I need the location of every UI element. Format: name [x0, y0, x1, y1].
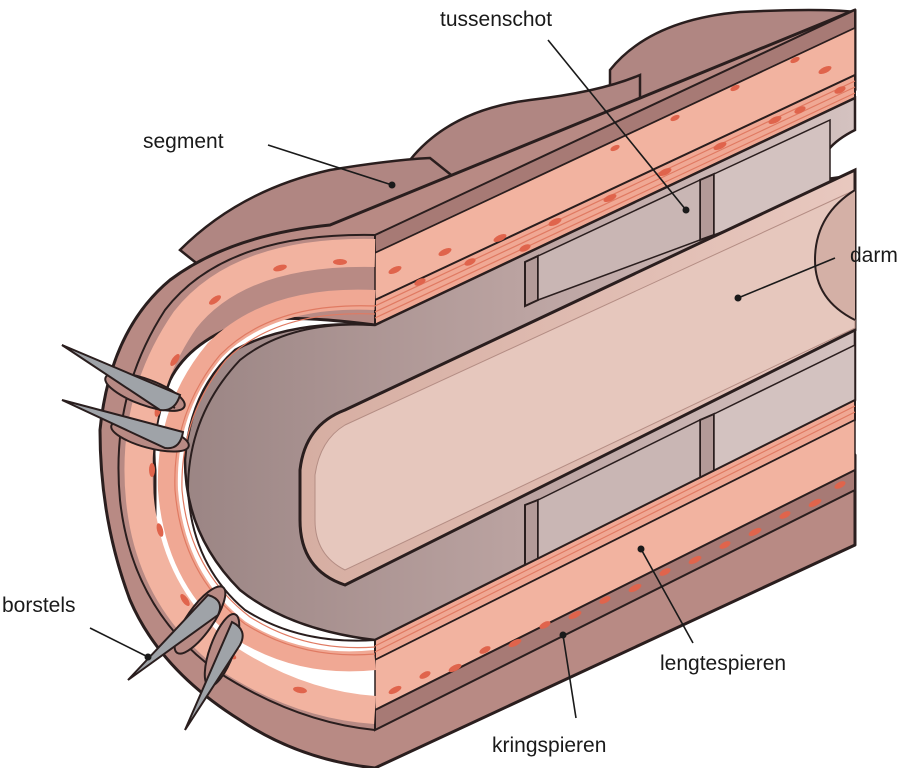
bristle: [61, 399, 190, 453]
label-tussenschot: tussenschot: [440, 8, 552, 31]
top-wall-section: [374, 8, 856, 327]
front-wall-layers: [117, 233, 377, 731]
leader-lines: [89, 39, 836, 719]
label-segment: segment: [143, 130, 224, 153]
label-darm: darm: [850, 244, 898, 267]
labels: segment tussenschot darm borstels lengte…: [2, 8, 898, 757]
label-lengtespieren: lengtespieren: [660, 652, 786, 675]
bristle: [61, 344, 186, 412]
gut: [298, 167, 857, 587]
label-borstels: borstels: [2, 594, 76, 617]
bristle: [184, 613, 244, 731]
label-kringspieren: kringspieren: [492, 734, 606, 757]
bottom-wall-section: [374, 398, 856, 732]
circular-muscle-dots-bottom: [388, 481, 846, 695]
